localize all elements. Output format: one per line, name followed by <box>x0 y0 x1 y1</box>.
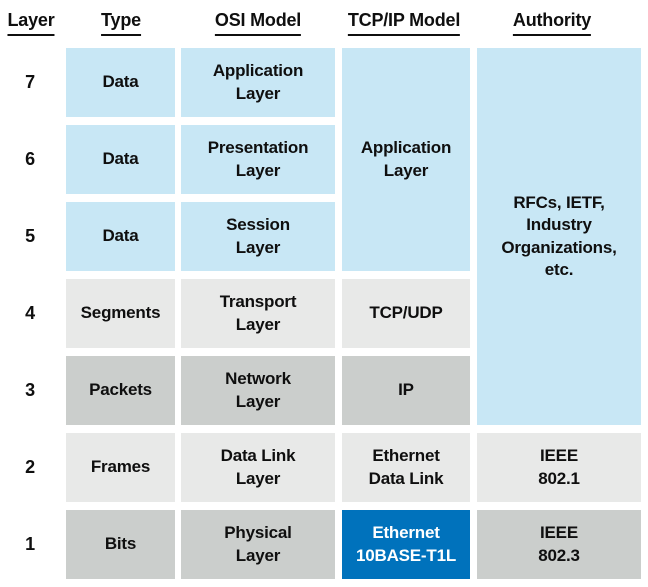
cell-type-layer1: Bits <box>66 510 175 579</box>
cell-type-layer4: Segments <box>66 279 175 348</box>
layer-number-2: 2 <box>25 457 35 477</box>
cell-osi-transport-layer: Transport Layer <box>181 279 335 348</box>
cell-tcpip-ethernet-data-link: Ethernet Data Link <box>342 433 470 502</box>
layer-number-3: 3 <box>25 380 35 400</box>
cell-authority-ieee-8021: IEEE 802.1 <box>477 433 641 502</box>
cell-osi-presentation-layer: Presentation Layer <box>181 125 335 194</box>
cell-tcpip-ip: IP <box>342 356 470 425</box>
cell-osi-data-link-layer: Data Link Layer <box>181 433 335 502</box>
layer-number-7: 7 <box>25 72 35 92</box>
cell-tcpip-application-layer-merged: Application Layer <box>342 48 470 271</box>
cell-osi-application-layer: Application Layer <box>181 48 335 117</box>
cell-type-layer7: Data <box>66 48 175 117</box>
cell-type-layer2: Frames <box>66 433 175 502</box>
cell-osi-network-layer: Network Layer <box>181 356 335 425</box>
layer-number-4: 4 <box>25 303 35 323</box>
cell-tcpip-ethernet-10base-t1l-highlight: Ethernet 10BASE-T1L <box>342 510 470 579</box>
column-header-authority: Authority <box>512 10 591 36</box>
layer-number-1: 1 <box>25 534 35 554</box>
layer-number-5: 5 <box>25 226 35 246</box>
column-header-type: Type <box>101 10 141 36</box>
column-header-layer: Layer <box>7 10 55 36</box>
column-header-osi-model: OSI Model <box>214 10 301 36</box>
cell-tcpip-tcp-udp: TCP/UDP <box>342 279 470 348</box>
cell-type-layer3: Packets <box>66 356 175 425</box>
cell-osi-physical-layer: Physical Layer <box>181 510 335 579</box>
cell-osi-session-layer: Session Layer <box>181 202 335 271</box>
cell-type-layer6: Data <box>66 125 175 194</box>
cell-authority-ieee-8023: IEEE 802.3 <box>477 510 641 579</box>
layer-number-6: 6 <box>25 149 35 169</box>
cell-type-layer5: Data <box>66 202 175 271</box>
column-header-tcpip-model: TCP/IP Model <box>347 10 460 36</box>
cell-authority-rfcs-ietf-merged: RFCs, IETF, Industry Organizations, etc. <box>477 48 641 425</box>
